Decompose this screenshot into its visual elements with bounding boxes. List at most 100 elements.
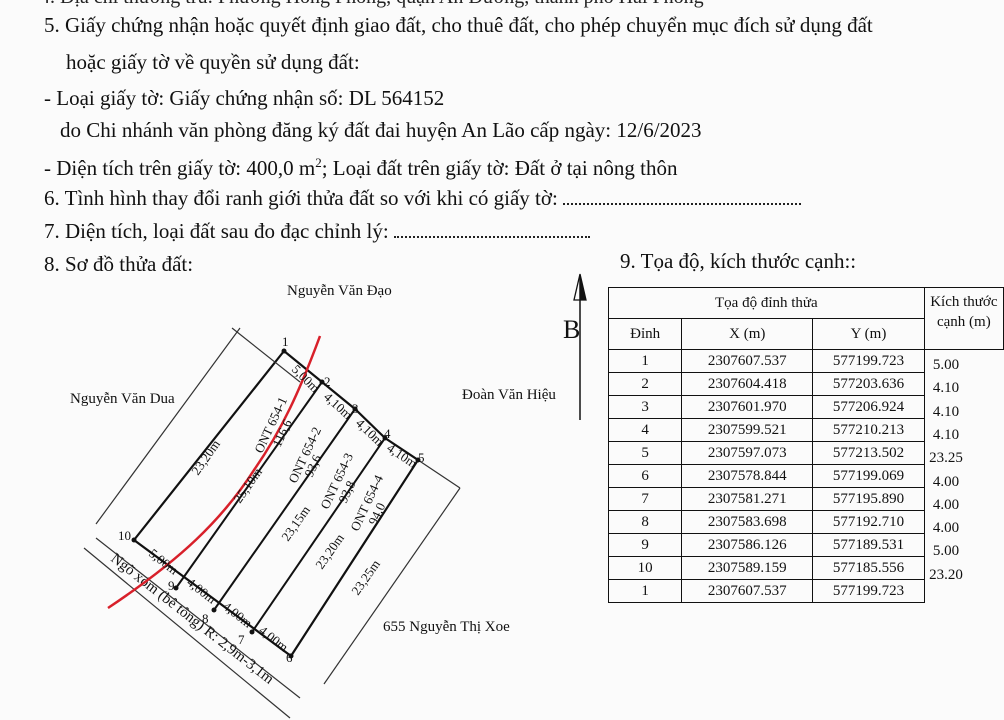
vertex-10: 10 [118,528,131,543]
cell-x: 2307578.844 [681,464,814,488]
neighbor-boundary-right [417,459,461,489]
cell-dinh: 5 [607,441,683,465]
neighbor-boundary-bottom-right [323,487,461,685]
cell-x: 2307581.271 [681,487,814,511]
dim-bottom-1: 5,00m [146,546,181,578]
header-edge-length: Kích thước cạnh (m) [923,287,1004,350]
cell-dinh: 2 [607,372,683,396]
edge-length-value: 23.25 [929,450,963,467]
dim-left-side: 23,20m [188,437,223,478]
vertex-9: 9 [168,578,175,593]
area-sup: 2 [315,155,322,170]
vertex-1: 1 [282,334,289,349]
vertex-5: 5 [418,450,425,465]
cell-x: 2307589.159 [681,556,814,580]
cell-x: 2307597.073 [681,441,814,465]
division-line-3-8 [213,408,356,611]
parcel-2-code: ONT 654-2 [285,424,324,485]
edge-length-value: 5.00 [932,357,960,373]
cell-dinh: 6 [607,464,683,488]
table-header-row-2: Đỉnh X (m) Y (m) [607,318,1004,350]
vertex-6: 6 [286,650,293,665]
parcel-boundary [132,349,420,658]
item6-line: 6. Tình hình thay đổi ranh giới thửa đất… [44,185,802,211]
vertex-4: 4 [384,426,391,441]
cell-y: 577210.213 [812,418,925,442]
cell-y: 577199.723 [812,349,925,373]
cell-dinh: 8 [607,510,683,534]
coordinate-table: Tọa độ đỉnh thửa Kích thước cạnh (m) Đỉn… [607,287,1004,603]
cell-dinh: 3 [607,395,683,419]
item5-line2: hoặc giấy tờ về quyền sử dụng đất: [66,50,360,74]
cell-dinh: 10 [607,556,683,580]
cell-y: 577189.531 [812,533,925,557]
cell-x: 2307601.970 [681,395,814,419]
dim-bottom-2: 4,00m [184,575,219,607]
header-y: Y (m) [812,318,925,350]
area-suffix: ; Loại đất trên giấy tờ: Đất ở tại nông … [321,156,678,180]
dim-inner-2: 23,15m [278,503,313,544]
cell-dinh: 1 [607,349,683,373]
vertex-3: 3 [352,401,359,416]
header-cut-line: 4. Địa chỉ thường trú: Phường Hồng Phong… [40,0,704,9]
red-boundary-line [107,335,322,610]
neighbor-bottom: 655 Nguyễn Thị Xoe [383,619,510,635]
neighbor-boundary-top [231,327,301,383]
neighbor-boundary-left [95,327,241,525]
edge-length-value: 4.10 [932,403,960,420]
area-line: - Diện tích trên giấy tờ: 400,0 m2; Loại… [44,150,678,181]
edge-length-value: 5.00 [932,543,960,560]
parcel-diagram: B Nguyễn Văn Đạo Nguyễn Văn Dua Đoàn Văn… [70,273,587,719]
cell-x: 2307607.537 [681,579,814,603]
dim-top-4: 4,10m [384,440,420,471]
area-prefix: - Diện tích trên giấy tờ: 400,0 m [44,156,316,180]
edge-length-value: 4.10 [932,380,960,397]
north-arrow-icon [573,273,587,420]
issuer-line: do Chi nhánh văn phòng đăng ký đất đai h… [60,118,702,142]
table-header-row-1: Tọa độ đỉnh thửa Kích thước cạnh (m) [608,287,1004,350]
item6-dots [563,189,802,205]
item7-line: 7. Diện tích, loại đất sau đo đạc chỉnh … [44,218,590,244]
header-x: X (m) [681,318,814,350]
cell-dinh: 9 [607,533,683,557]
header-coordinates: Tọa độ đỉnh thửa [608,287,925,319]
cell-x: 2307583.698 [681,510,814,534]
edge-length-value: 4.00 [932,496,960,513]
vertex-2: 2 [324,374,331,389]
cell-dinh: 1 [607,579,683,603]
division-line-4-7 [251,437,386,633]
edge-length-value: 4.10 [932,426,960,443]
cell-x: 2307586.126 [681,533,814,557]
item6-text: 6. Tình hình thay đổi ranh giới thửa đất… [44,186,558,210]
item7-text: 7. Diện tích, loại đất sau đo đạc chỉnh … [44,219,389,243]
road-edge-1 [95,537,301,699]
edge-length-column [923,349,1004,603]
cell-y: 577199.723 [812,579,925,603]
cell-y: 577203.636 [812,372,925,396]
edge-length-value: 4.00 [932,520,960,537]
division-line-2-9 [175,381,323,589]
neighbor-right: Đoàn Văn Hiệu [462,387,556,403]
cell-dinh: 4 [607,418,683,442]
doc-type-line: - Loại giấy tờ: Giấy chứng nhận số: DL 5… [44,86,445,110]
item8-line: 8. Sơ đồ thửa đất: [44,252,194,276]
item7-dots [393,222,590,238]
item9-line: 9. Tọa độ, kích thước cạnh:: [620,249,857,273]
road-edge-2 [83,547,291,719]
cell-x: 2307607.537 [681,349,814,373]
vertex-7: 7 [238,632,245,647]
cell-x: 2307604.418 [681,372,814,396]
cell-dinh: 7 [607,487,683,511]
edge-length-value: 4.00 [932,473,960,490]
dim-inner-1: 25,10m [230,465,265,506]
cell-x: 2307599.521 [681,418,814,442]
edge-length-value: 23.20 [929,566,963,583]
